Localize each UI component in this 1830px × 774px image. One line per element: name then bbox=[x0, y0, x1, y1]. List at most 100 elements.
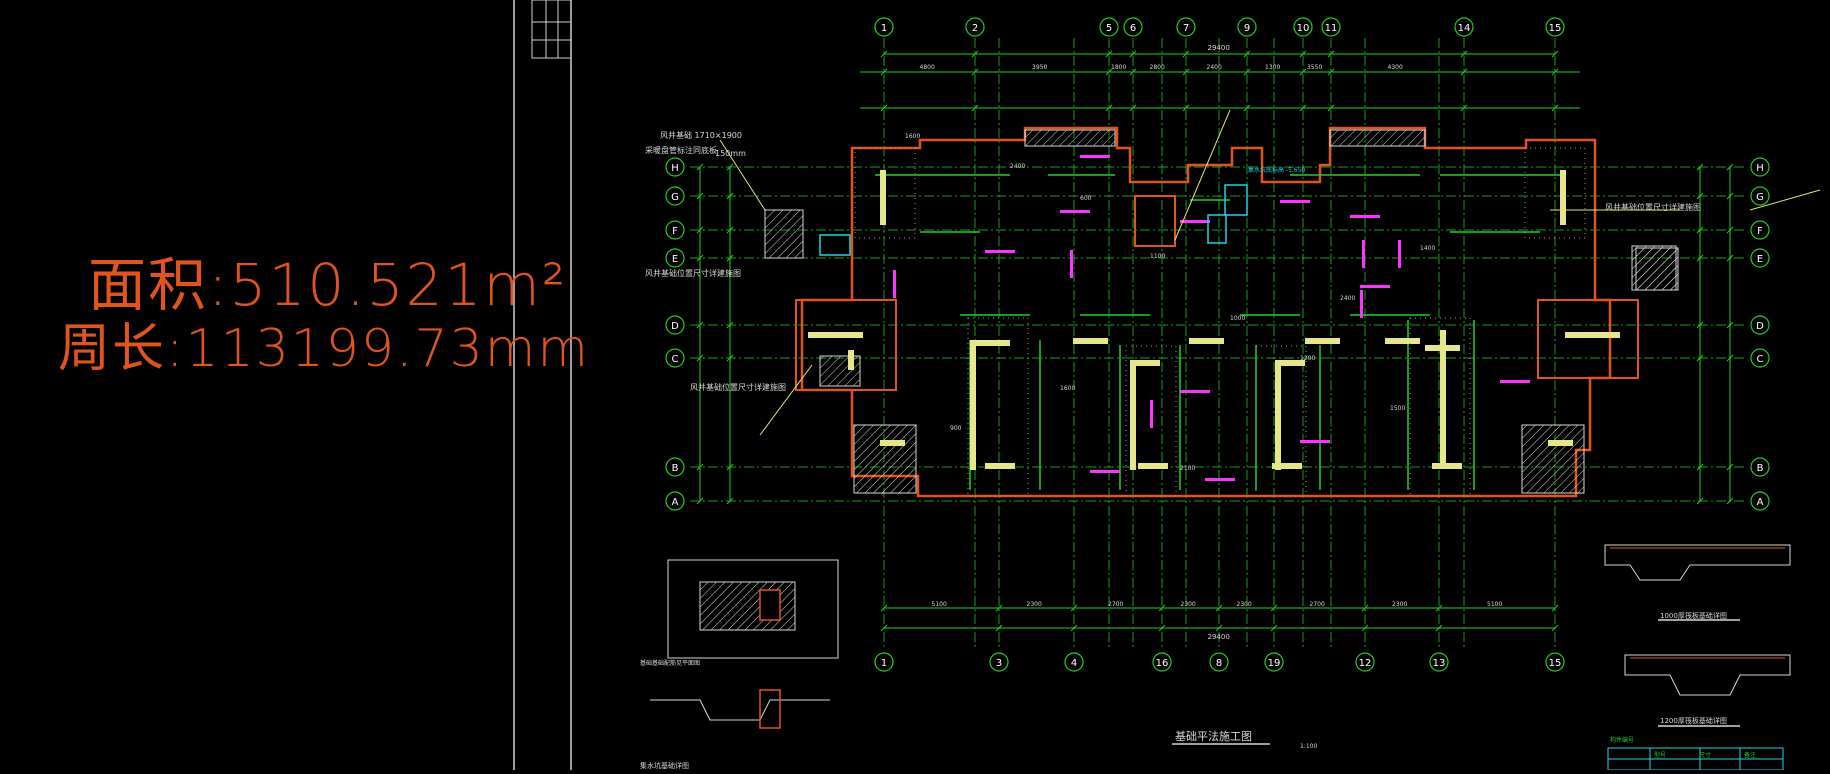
axis-bubble-circle bbox=[1237, 17, 1257, 37]
axis-bubble-label: 6 bbox=[1130, 23, 1136, 34]
axis-bubble-circle bbox=[1750, 220, 1770, 240]
dimension-tick bbox=[1070, 604, 1078, 612]
detail-note: 基础基础配筋见平面图 bbox=[640, 659, 700, 667]
drawing-scale: 1:100 bbox=[1300, 743, 1317, 750]
bottom-segment-dimension: 5100 bbox=[1487, 601, 1502, 608]
axis-bubble: 2 bbox=[965, 17, 985, 37]
axis-bubble-circle bbox=[1355, 652, 1375, 672]
axis-bubble-label: 19 bbox=[1268, 658, 1281, 669]
axis-bubble-circle bbox=[1454, 17, 1474, 37]
axis-bubble-label: E bbox=[1757, 254, 1763, 265]
sump-pit bbox=[1134, 195, 1176, 247]
axis-bubble-circle bbox=[989, 652, 1009, 672]
axis-bubble-circle bbox=[1750, 491, 1770, 511]
leader-line bbox=[1749, 189, 1821, 211]
axis-bubble-circle bbox=[1545, 652, 1565, 672]
hatched-zone bbox=[764, 209, 804, 259]
axis-bubble-label: 10 bbox=[1297, 23, 1310, 34]
hatched-zone bbox=[1024, 129, 1116, 147]
detail-drawings bbox=[650, 544, 1791, 771]
axis-bubble: 13 bbox=[1429, 652, 1449, 672]
axis-bubble-label: 5 bbox=[1106, 23, 1112, 34]
detail-profile bbox=[650, 699, 830, 721]
axis-bubble-circle bbox=[665, 248, 685, 268]
bottom-segment-dimension: 2700 bbox=[1310, 601, 1325, 608]
column-zone bbox=[967, 317, 1029, 497]
top-segment-dimension: 2400 bbox=[1207, 64, 1222, 71]
dimension-tick bbox=[1243, 104, 1251, 112]
axis-bubble-label: 12 bbox=[1359, 658, 1372, 669]
axis-bubble-label: F bbox=[1757, 226, 1763, 237]
dimension-tick bbox=[1129, 68, 1137, 76]
axis-bubble: F bbox=[1750, 220, 1770, 240]
bottom-segment-dimension: 2700 bbox=[1108, 601, 1123, 608]
axis-bubble-circle bbox=[1750, 186, 1770, 206]
axis-bubble-circle bbox=[1750, 348, 1770, 368]
sump-annotation bbox=[1207, 214, 1227, 244]
shear-wall bbox=[808, 332, 863, 338]
bottom-segment-dimension: 2300 bbox=[1027, 601, 1042, 608]
fan-shaft-footing-right bbox=[1537, 299, 1639, 379]
dimension-tick bbox=[1327, 50, 1335, 58]
rebar-annotation bbox=[1070, 250, 1073, 278]
shear-wall bbox=[1138, 463, 1168, 469]
axis-bubble-circle bbox=[1750, 315, 1770, 335]
dimension-tick bbox=[1361, 604, 1369, 612]
detail-profile-pit bbox=[759, 689, 781, 729]
small-dimension-label: 2400 bbox=[1010, 163, 1025, 170]
axis-bubble: C bbox=[1750, 348, 1770, 368]
shear-wall bbox=[1560, 170, 1566, 225]
shear-wall bbox=[1130, 360, 1160, 366]
dimension-tick bbox=[880, 604, 888, 612]
axis-bubble: 10 bbox=[1293, 17, 1313, 37]
axis-bubble-circle bbox=[1750, 457, 1770, 477]
small-dimension-label: 1500 bbox=[1390, 405, 1405, 412]
axis-bubble: C bbox=[665, 348, 685, 368]
left-fan-note-2: 风井基础位置尺寸详建施图 bbox=[690, 382, 786, 392]
axis-bubble-label: E bbox=[672, 254, 678, 265]
rebar-annotation bbox=[1090, 470, 1120, 473]
axis-bubble-label: G bbox=[1756, 192, 1764, 203]
dimension-tick bbox=[1460, 68, 1468, 76]
axis-bubble-label: 16 bbox=[1156, 658, 1169, 669]
axis-bubble-circle bbox=[665, 186, 685, 206]
leader-line bbox=[759, 364, 813, 436]
shear-wall bbox=[970, 340, 976, 470]
dimension-tick bbox=[1129, 104, 1137, 112]
axis-bubble-label: 1 bbox=[881, 23, 887, 34]
rebar-annotation bbox=[1500, 380, 1530, 383]
rebar-annotation bbox=[1300, 440, 1330, 443]
axis-bubble-label: B bbox=[1757, 463, 1764, 474]
small-dimension-label: 1000 bbox=[1230, 315, 1245, 322]
axis-bubble-circle bbox=[1545, 17, 1565, 37]
shear-wall bbox=[1425, 345, 1460, 351]
axis-bubble-label: 1 bbox=[881, 658, 887, 669]
small-dimension-label: 1400 bbox=[1420, 245, 1435, 252]
axis-bubble-circle bbox=[665, 457, 685, 477]
dimension-tick bbox=[1460, 104, 1468, 112]
axis-bubble-label: D bbox=[671, 321, 679, 332]
axis-bubble: 5 bbox=[1099, 17, 1119, 37]
dimension-tick bbox=[1551, 604, 1559, 612]
axis-bubble-label: G bbox=[671, 192, 679, 203]
small-dimension-label: 2100 bbox=[1180, 465, 1195, 472]
axis-bubble-label: D bbox=[1756, 321, 1764, 332]
axis-bubble-circle bbox=[1750, 157, 1770, 177]
axis-bubble-label: 15 bbox=[1549, 658, 1562, 669]
perimeter-readout: 周长:113199.73mm bbox=[58, 319, 591, 379]
axis-bubble-label: B bbox=[672, 463, 679, 474]
axis-bubble-circle bbox=[1293, 17, 1313, 37]
axis-bubble-circle bbox=[665, 315, 685, 335]
fan-shaft-footing-left bbox=[795, 299, 897, 391]
axis-bubble-circle bbox=[874, 17, 894, 37]
column-zone bbox=[1524, 147, 1586, 239]
axis-bubble: A bbox=[1750, 491, 1770, 511]
bottom-segment-dimension: 5100 bbox=[932, 601, 947, 608]
dimension-tick bbox=[880, 104, 888, 112]
fan-shaft-hatch-right bbox=[1635, 247, 1679, 291]
axis-bubble: 8 bbox=[1209, 652, 1229, 672]
shear-wall bbox=[970, 340, 1010, 346]
